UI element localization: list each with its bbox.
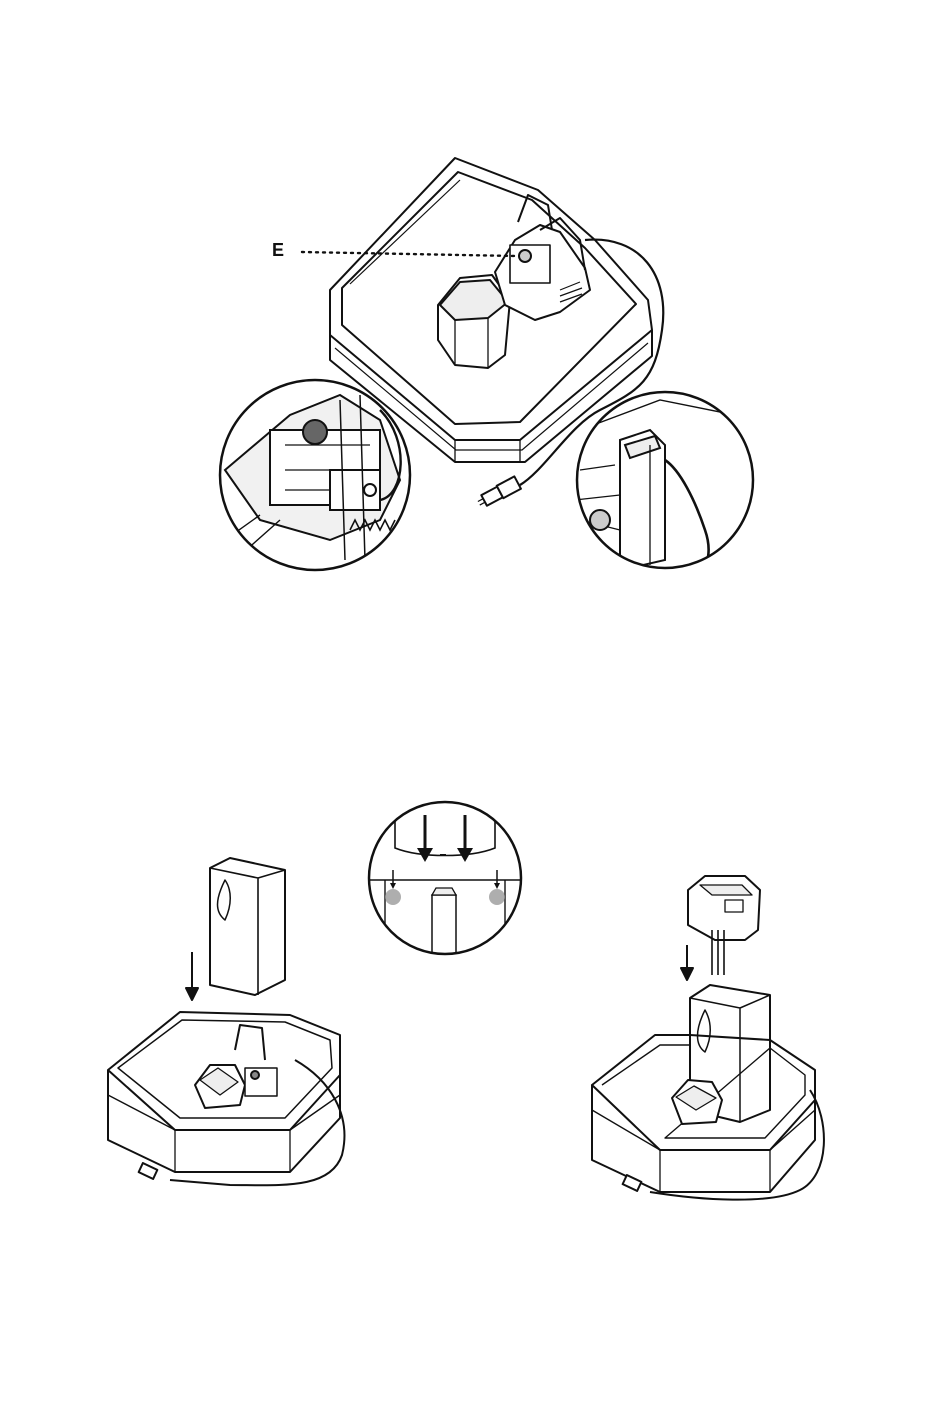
alignment-detail-zoom: [368, 800, 525, 960]
spout-insert-step: [592, 876, 824, 1200]
callout-label-e: E: [272, 240, 284, 261]
tower-insert-step: [108, 858, 344, 1185]
cord-routing-zoom: [575, 390, 760, 575]
